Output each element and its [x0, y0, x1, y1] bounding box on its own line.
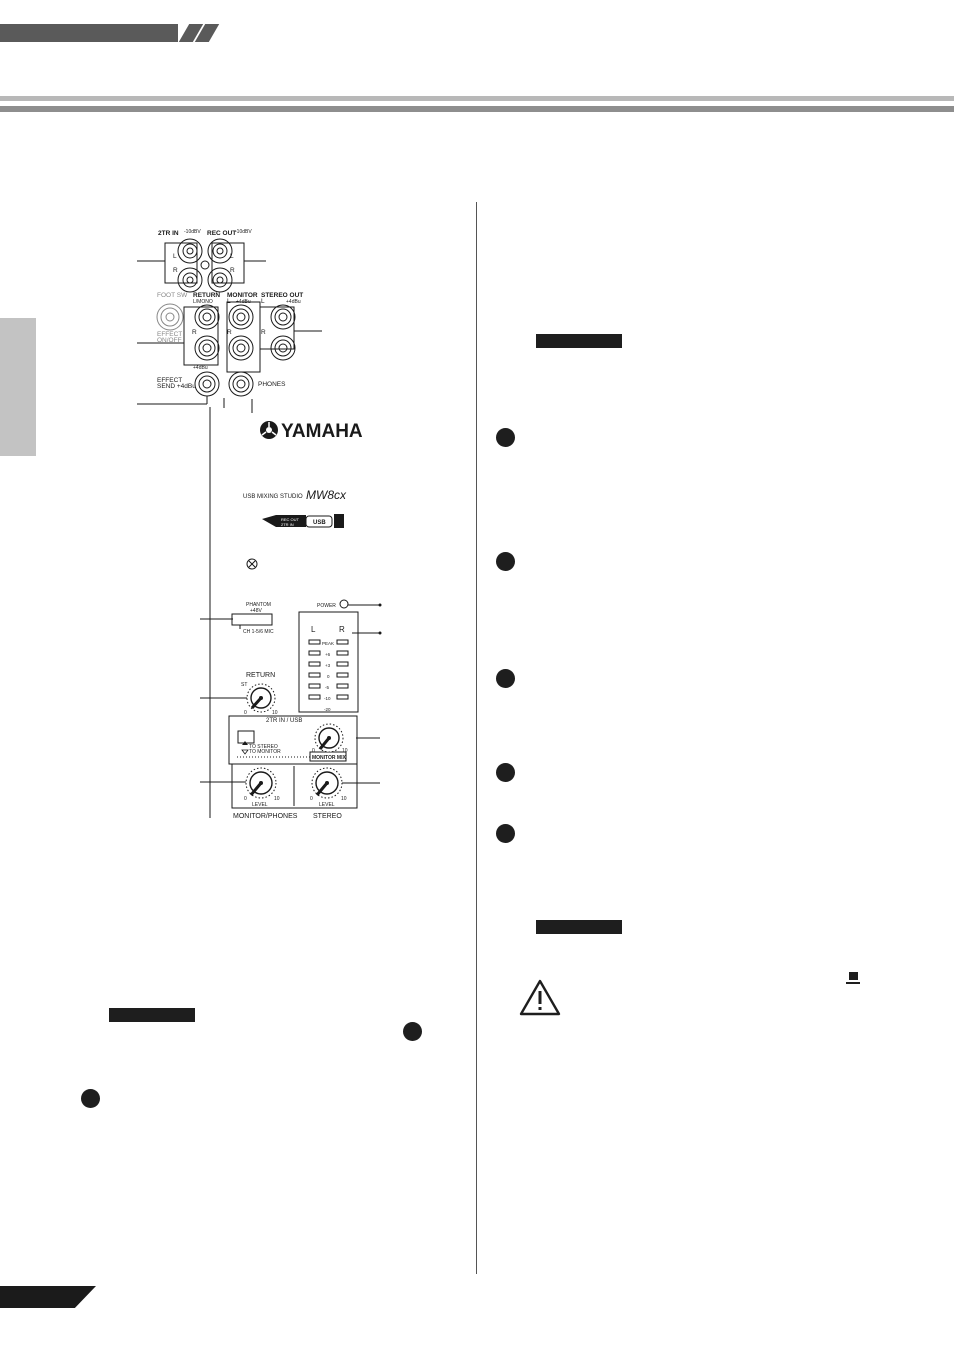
- label-meter-left: L: [311, 625, 316, 634]
- section-end-mark: [846, 972, 860, 984]
- label-stereo-out: STEREO OUT: [261, 292, 303, 299]
- note-label-bar: [109, 1008, 195, 1022]
- column-divider: [476, 202, 477, 1274]
- label-return-level: +4dBu: [193, 365, 208, 371]
- label-power: POWER: [317, 603, 336, 609]
- label-phones: PHONES: [258, 381, 286, 388]
- label-stereo-level-knob: LEVEL: [319, 802, 335, 808]
- meter-scale-plus3: +3: [325, 663, 331, 668]
- yamaha-emblem-icon: [260, 421, 278, 439]
- label-return-st: ST: [241, 682, 247, 688]
- monitor-mix-scale-min: 0: [312, 748, 315, 754]
- label-monitor-left: L: [227, 298, 231, 305]
- meter-scale-plus6: +6: [325, 652, 331, 657]
- meter-scale-peak: PEAK: [322, 641, 334, 646]
- header-rule: [0, 96, 954, 101]
- header-rule: [0, 106, 954, 112]
- label-monitor-level-knob: LEVEL: [252, 802, 268, 808]
- label-phantom-voltage: +48V: [250, 608, 262, 614]
- label-phantom: PHANTOM: [246, 602, 271, 608]
- item-bullet: [81, 1089, 100, 1108]
- meter-scale-minus10: -10: [324, 696, 331, 701]
- stereo-level-scale-min: 0: [310, 796, 313, 802]
- label-effect-onoff-2: ON/OFF: [157, 337, 182, 344]
- brand-logo: YAMAHA: [281, 421, 363, 442]
- label-monitor: MONITOR: [227, 292, 258, 299]
- stereo-level-scale-max: 10: [341, 796, 347, 802]
- label-product-line: USB MIXING STUDIO: [243, 494, 303, 500]
- meter-scale-minus20: -20: [324, 707, 331, 712]
- label-return-knob: RETURN: [246, 672, 275, 679]
- label-monitor-level: +4dBu: [236, 299, 251, 305]
- badge-2tr-in: 2TR IN: [281, 522, 294, 527]
- label-2tr-left: L: [173, 253, 177, 260]
- monitor-level-scale-min: 0: [244, 796, 247, 802]
- label-stereo-left: L: [261, 298, 265, 305]
- label-phantom-channels: CH 1-5/6 MIC: [243, 629, 274, 635]
- label-stereo-out-level: +4dBu: [286, 299, 301, 305]
- label-model: MW8cx: [306, 488, 347, 502]
- label-return: RETURN: [193, 292, 220, 299]
- label-rec-out: REC OUT: [207, 230, 236, 237]
- header-banner-bar: [0, 24, 178, 42]
- item-bullet: [496, 669, 515, 688]
- label-foot-sw: FOOT SW: [157, 292, 188, 299]
- meter-scale-zero: 0: [327, 674, 330, 679]
- label-2tr-right: R: [173, 267, 178, 274]
- item-bullet: [496, 763, 515, 782]
- badge-rec-out: REC OUT: [281, 517, 300, 522]
- item-bullet: [496, 428, 515, 447]
- label-monitor-mix: MONITOR MIX: [312, 755, 346, 761]
- label-meter-right: R: [339, 625, 345, 634]
- warning-icon: [519, 979, 561, 1016]
- label-return-right: R: [192, 329, 197, 336]
- rec-out-usb-badge: [262, 514, 344, 528]
- note-label-bar: [536, 920, 622, 934]
- label-rec-right: R: [230, 267, 235, 274]
- meter-scale-minus5: -5: [325, 685, 329, 690]
- item-bullet: [403, 1022, 422, 1041]
- return-scale-min: 0: [244, 710, 247, 716]
- label-to-monitor: TO MONITOR: [249, 749, 281, 755]
- label-stereo: STEREO: [313, 813, 342, 820]
- monitor-level-scale-max: 10: [274, 796, 280, 802]
- label-effect-send-2: SEND +4dBu: [157, 383, 196, 390]
- note-label-bar: [536, 334, 622, 348]
- monitor-mix-scale-max: 10: [342, 748, 348, 754]
- label-monitor-right: R: [227, 329, 232, 336]
- return-scale-max: 10: [272, 710, 278, 716]
- item-bullet: [496, 824, 515, 843]
- side-section-tab: [0, 318, 36, 456]
- label-monitor-phones: MONITOR/PHONES: [233, 813, 298, 820]
- label-to-stereo: TO STEREO: [249, 744, 278, 750]
- label-2tr-in-level: -10dBV: [184, 229, 201, 235]
- badge-usb: USB: [313, 520, 326, 526]
- label-return-mono: L/MONO: [193, 299, 213, 305]
- footer-page-tab: [0, 1286, 96, 1308]
- label-rec-left: L: [230, 253, 234, 260]
- label-effect-send-1: EFFECT: [157, 377, 182, 384]
- label-effect-onoff-1: EFFECT: [157, 331, 182, 338]
- label-2tr-usb: 2TR IN / USB: [266, 718, 302, 724]
- label-2tr-in: 2TR IN: [158, 230, 179, 237]
- item-bullet: [496, 552, 515, 571]
- label-rec-out-level: -10dBV: [235, 229, 252, 235]
- label-stereo-right: R: [261, 329, 266, 336]
